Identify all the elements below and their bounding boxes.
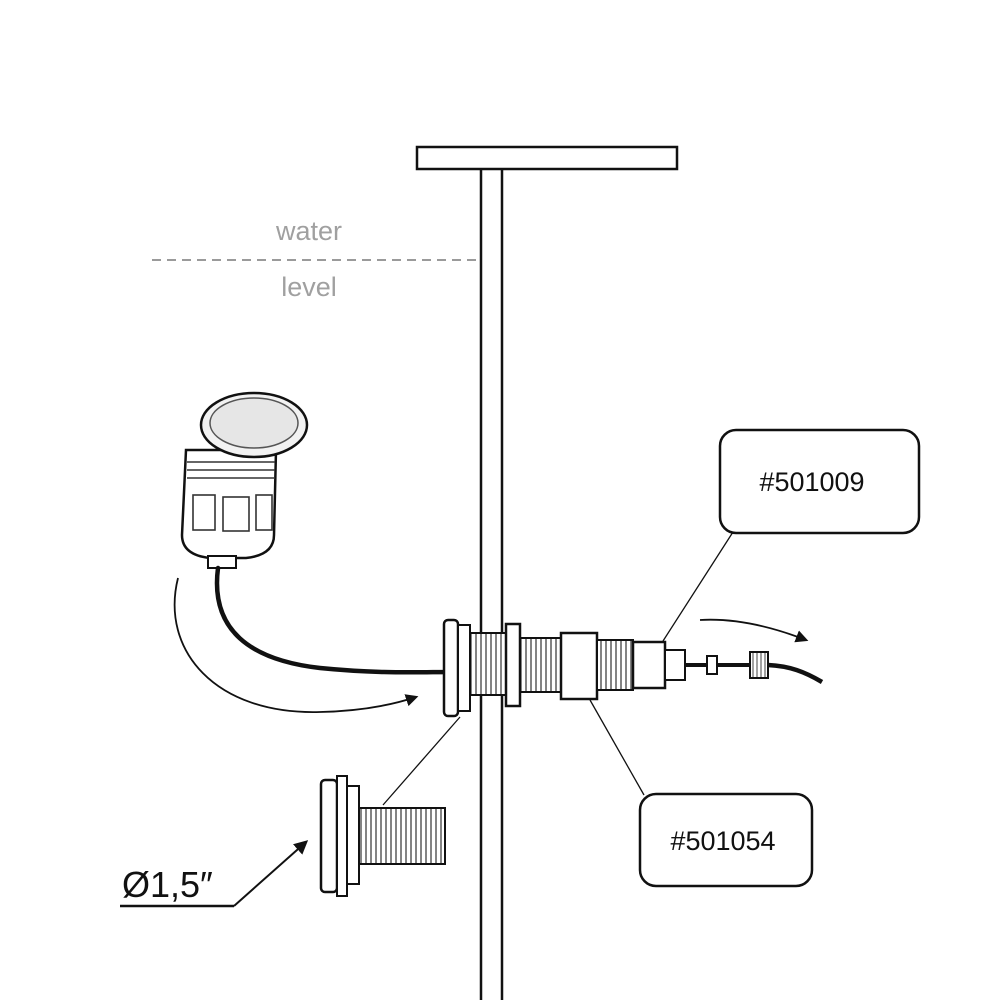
callout-501054: #501054 bbox=[638, 792, 814, 888]
detail-flange bbox=[319, 778, 339, 894]
back-nut bbox=[504, 622, 522, 708]
cable-tail bbox=[767, 662, 824, 684]
level-label: level bbox=[281, 272, 337, 302]
insertion-arrow bbox=[173, 577, 419, 713]
housing-tail bbox=[664, 649, 686, 681]
water-label: water bbox=[275, 216, 342, 246]
leader-501054 bbox=[589, 699, 645, 796]
front-flange-ring bbox=[457, 624, 471, 712]
wall-coping bbox=[415, 145, 679, 171]
callout-box-top bbox=[718, 428, 921, 535]
lamp-window bbox=[255, 494, 273, 531]
callout-box-bottom bbox=[638, 792, 814, 888]
lamp-window bbox=[192, 494, 216, 531]
diameter-label: Ø1,5″ bbox=[122, 864, 213, 905]
lamp-neck bbox=[207, 555, 237, 569]
diameter-dimension: Ø1,5″ bbox=[120, 840, 309, 908]
through-wall-fitting bbox=[442, 618, 686, 718]
leader-501009 bbox=[662, 531, 734, 642]
water-level: water level bbox=[152, 216, 481, 302]
lamp-lens bbox=[209, 397, 299, 449]
detail-flange-ring bbox=[336, 775, 348, 897]
led-lamp bbox=[180, 391, 309, 569]
extension-thread bbox=[519, 637, 563, 693]
coupler-501054 bbox=[559, 631, 599, 701]
part-number-501054: #501054 bbox=[670, 826, 775, 856]
lamp-cable bbox=[214, 565, 455, 675]
leader-fitting bbox=[382, 716, 461, 806]
detail-thread bbox=[358, 807, 446, 865]
dimension-arrow bbox=[233, 840, 309, 907]
coupler-thread bbox=[596, 639, 634, 691]
outgoing-cable bbox=[685, 651, 824, 684]
cable-ferrule bbox=[706, 655, 718, 675]
fitting-detail bbox=[319, 775, 446, 897]
outgoing-arrow bbox=[699, 618, 809, 643]
cable-gland bbox=[749, 651, 769, 679]
front-flange bbox=[442, 618, 460, 718]
callout-501009: #501009 bbox=[718, 428, 921, 535]
housing-501009 bbox=[631, 640, 667, 690]
part-number-501009: #501009 bbox=[759, 467, 864, 497]
pool-wall bbox=[415, 145, 679, 1000]
detail-collar bbox=[346, 785, 360, 885]
lamp-window bbox=[222, 496, 250, 532]
